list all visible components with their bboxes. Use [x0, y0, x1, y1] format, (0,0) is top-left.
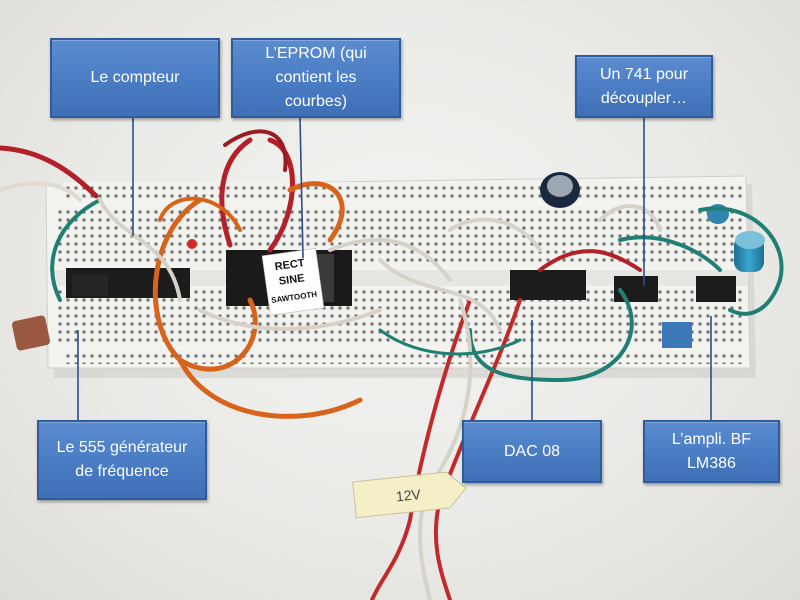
callout-eprom-line1: L’EPROM (qui [265, 45, 367, 62]
chip-label-line2: SINE [278, 272, 305, 287]
callout-eprom-line3: courbes) [284, 93, 348, 110]
callout-eprom: L’EPROM (qui contient les courbes) [231, 38, 401, 118]
callout-counter: Le compteur [50, 38, 220, 118]
callout-amp-line1: L’ampli. BF [671, 430, 752, 448]
callout-dac-label: DAC 08 [503, 442, 561, 460]
callout-amp: L’ampli. BF LM386 [643, 420, 780, 483]
dac-chip [510, 270, 586, 300]
trimmer-pot [662, 322, 692, 348]
ic555-chip [72, 274, 108, 296]
voltage-tag-text: 12V [395, 486, 422, 505]
red-led [187, 239, 197, 249]
callout-op741-line2: découpler… [600, 89, 688, 107]
callout-op741: Un 741 pour découpler… [575, 55, 713, 118]
leader-lines [77, 117, 712, 420]
jumper-wires [0, 129, 784, 600]
callout-counter-label: Le compteur [90, 69, 180, 86]
voltage-tag: 12V [352, 471, 467, 519]
chip-label-line1: RECT [274, 257, 306, 273]
callout-amp-line2: LM386 [687, 454, 736, 472]
eprom-paper-label: RECT SINE SAWTOOTH [261, 248, 325, 316]
callout-timer555: Le 555 générateur de fréquence [37, 420, 207, 500]
callout-timer555-line1: Le 555 générateur [56, 439, 188, 456]
callout-eprom-line2: contient les [275, 69, 357, 86]
lm386-chip [696, 276, 736, 302]
callout-dac: DAC 08 [462, 420, 602, 483]
callout-timer555-line2: de fréquence [75, 463, 169, 480]
brown-ceramic-capacitor [11, 315, 51, 351]
callout-op741-line1: Un 741 pour [599, 65, 689, 83]
